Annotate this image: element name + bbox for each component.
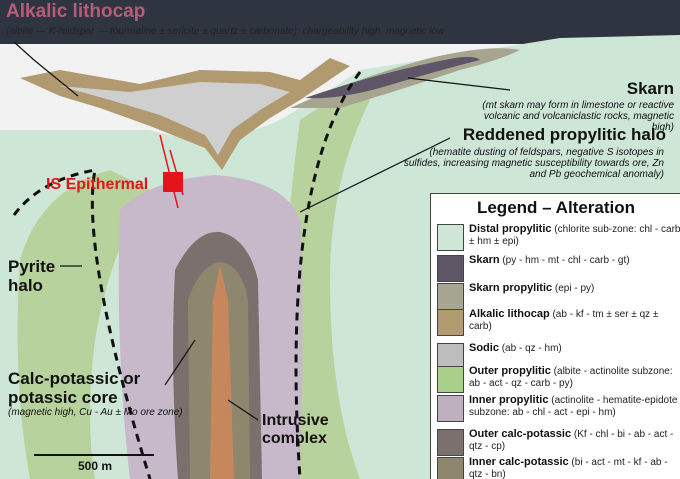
legend-item-name: Outer calc-potassic [469, 428, 571, 440]
legend-item-text: Skarn propylitic (epi - py) [469, 282, 594, 295]
legend-swatch [437, 395, 464, 422]
legend-item-text: Outer calc-potassic (Kf - chl - bi - ab … [469, 428, 680, 453]
legend-panel: Legend – Alteration Distal propylitic (c… [430, 193, 680, 479]
legend-swatch [437, 224, 464, 251]
intrusive-complex-label: Intrusive complex [262, 412, 362, 447]
is-epithermal-label: IS Epithermal [46, 176, 148, 194]
legend-item-text: Outer propylitic (albite - actinolite su… [469, 365, 680, 390]
scale-label: 500 m [78, 460, 112, 473]
legend-item-name: Alkalic lithocap [469, 308, 550, 320]
legend-heading: Legend – Alteration [431, 198, 680, 218]
legend-item-name: Inner propylitic [469, 394, 548, 406]
skarn-name: Skarn [627, 79, 674, 98]
legend-item-desc: (epi - py) [552, 283, 594, 294]
legend-item-text: Inner calc-potassic (bi - act - mt - kf … [469, 456, 680, 479]
legend-swatch [437, 255, 464, 282]
pyrite-halo-label: Pyrite halo [8, 258, 68, 295]
legend-item-text: Sodic (ab - qz - hm) [469, 342, 562, 355]
is-epithermal-marker [163, 172, 183, 192]
legend-item-text: Alkalic lithocap (ab - kf - tm ± ser ± q… [469, 308, 680, 333]
calc-potassic-note: (magnetic high, Cu - Au ± Mo ore zone) [8, 407, 198, 418]
legend-item: Inner propylitic (actinolite - hematite-… [437, 394, 680, 422]
legend-item: Outer propylitic (albite - actinolite su… [437, 365, 680, 393]
legend-item-name: Distal propylitic [469, 223, 552, 235]
legend-item-desc: (py - hm - mt - chl - carb - gt) [500, 255, 630, 266]
legend-item-name: Skarn propylitic [469, 282, 552, 294]
legend-item: Alkalic lithocap (ab - kf - tm ± ser ± q… [437, 308, 680, 336]
skarn-label: Skarn [627, 80, 674, 99]
legend-item-name: Skarn [469, 254, 500, 266]
legend-item: Skarn propylitic (epi - py) [437, 282, 680, 310]
legend-item: Inner calc-potassic (bi - act - mt - kf … [437, 456, 680, 479]
legend-item-name: Sodic [469, 342, 499, 354]
legend-item: Distal propylitic (chlorite sub-zone: ch… [437, 223, 680, 251]
diagram-title: Alkalic lithocap [6, 2, 145, 23]
diagram-subtitle: (albite — K-feldspar — tourmaline ± seri… [6, 26, 444, 37]
legend-swatch [437, 283, 464, 310]
legend-item: Outer calc-potassic (Kf - chl - bi - ab … [437, 428, 680, 456]
legend-item: Skarn (py - hm - mt - chl - carb - gt) [437, 254, 680, 282]
legend-item-text: Inner propylitic (actinolite - hematite-… [469, 394, 680, 419]
reddened-halo-label: Reddened propylitic halo [463, 126, 666, 145]
legend-item-name: Outer propylitic [469, 365, 551, 377]
legend-item-name: Inner calc-potassic [469, 456, 569, 468]
legend-item-desc: (ab - qz - hm) [499, 343, 562, 354]
legend-item-text: Distal propylitic (chlorite sub-zone: ch… [469, 223, 680, 248]
legend-swatch [437, 309, 464, 336]
legend-swatch [437, 366, 464, 393]
legend-swatch [437, 457, 464, 479]
reddened-halo-note: (hematite dusting of feldspars, negative… [394, 147, 664, 180]
legend-swatch [437, 429, 464, 456]
legend-item-text: Skarn (py - hm - mt - chl - carb - gt) [469, 254, 630, 267]
calc-potassic-label: Calc-potassic or potassic core [8, 370, 178, 407]
